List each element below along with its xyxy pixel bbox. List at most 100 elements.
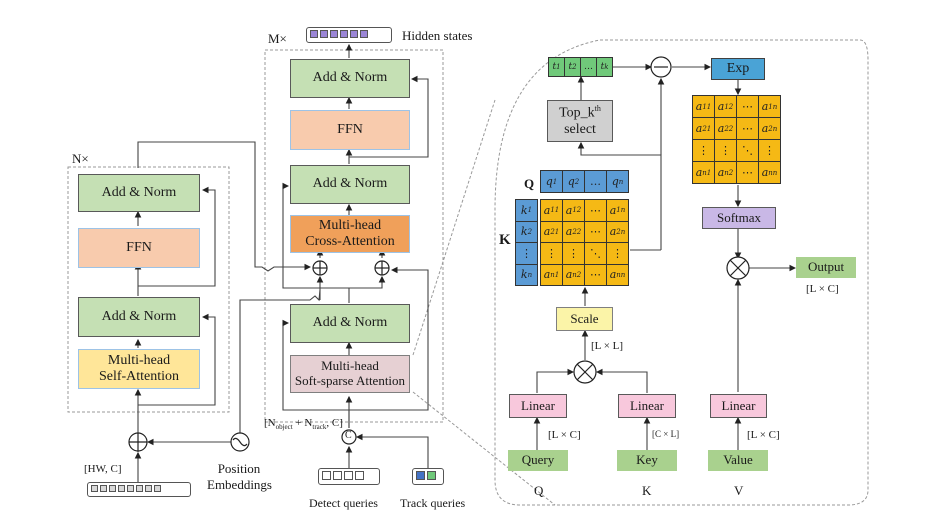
query-shape-label: [Nobject + Ntrack, C] xyxy=(264,417,343,431)
track-query-tokens xyxy=(412,468,444,485)
detect-query-token xyxy=(322,471,331,480)
bottom-k-label: K xyxy=(642,483,652,498)
topk-line2: select xyxy=(564,121,596,137)
decoder-add-norm-top: Add & Norm xyxy=(290,59,410,98)
query-shape: [L × C] xyxy=(548,429,581,441)
detail-rounded-frame xyxy=(494,39,869,506)
query-vector-cell: … xyxy=(584,170,607,193)
encoder-add-norm-bottom-label: Add & Norm xyxy=(101,308,177,324)
concat-symbol: C xyxy=(345,430,352,441)
exp-score-matrix-cell: ⋱ xyxy=(736,139,759,162)
cross-attention-line2: Cross-Attention xyxy=(305,234,395,249)
encoder-repeat-label: N× xyxy=(72,151,89,166)
hidden-state-token xyxy=(320,30,328,38)
encoder-dashed-frame xyxy=(67,166,230,413)
track-query-token xyxy=(427,471,436,480)
decoder-ffn: FFN xyxy=(290,110,410,150)
decoder-soft-sparse-attention: Multi-head Soft-sparse Attention xyxy=(290,355,410,393)
encoder-input-tokens xyxy=(87,482,191,497)
decoder-cross-attention: Multi-head Cross-Attention xyxy=(290,215,410,253)
detect-query-token xyxy=(355,471,364,480)
hidden-state-token xyxy=(330,30,338,38)
encoder-token xyxy=(109,485,116,492)
encoder-input-shape: [HW, C] xyxy=(84,463,122,475)
bottom-q-label: Q xyxy=(534,483,544,498)
detect-query-tokens xyxy=(318,468,380,485)
encoder-add-norm-top: Add & Norm xyxy=(78,174,200,212)
encoder-token xyxy=(127,485,134,492)
zoom-guide-top xyxy=(412,99,496,356)
self-attention-line2: Self-Attention xyxy=(98,369,180,384)
position-embeddings-line2: Embeddings xyxy=(207,477,272,492)
value-shape: [L × C] xyxy=(747,429,780,441)
topk-text: Top_k xyxy=(559,105,595,121)
bottom-v-label: V xyxy=(734,483,744,498)
linear-q-box: Linear xyxy=(509,394,567,418)
score-matrix-cell: ⋯ xyxy=(584,263,607,286)
detect-queries-label: Detect queries xyxy=(309,496,378,510)
encoder-ffn: FFN xyxy=(78,228,200,268)
cross-add-left-icon xyxy=(312,260,328,276)
encoder-token xyxy=(118,485,125,492)
softmax-box: Softmax xyxy=(702,207,776,229)
decoder-add-norm-middle: Add & Norm xyxy=(290,165,410,204)
query-shape-part: [N xyxy=(264,417,276,429)
output-box: Output xyxy=(796,257,856,278)
zoom-guide-bottom xyxy=(412,391,556,506)
subtract-icon xyxy=(650,56,672,78)
score-matrix-cell: ⋮ xyxy=(562,242,585,265)
decoder-add-norm-bottom: Add & Norm xyxy=(290,304,410,343)
query-shape-part: + N xyxy=(292,417,313,429)
k-label: K xyxy=(499,232,511,248)
concat-icon xyxy=(341,429,357,445)
scale-shape: [L × L] xyxy=(591,340,624,352)
score-matrix-cell: ⋯ xyxy=(584,199,607,222)
exp-score-matrix-cell: ⋯ xyxy=(736,117,759,140)
hidden-state-tokens xyxy=(306,27,392,43)
matmul-v-icon xyxy=(726,256,750,280)
detect-query-token xyxy=(333,471,342,480)
hidden-state-token xyxy=(360,30,368,38)
track-query-token xyxy=(416,471,425,480)
hidden-state-token xyxy=(340,30,348,38)
position-embeddings-line1: Position xyxy=(217,461,261,476)
encoder-token xyxy=(154,485,161,492)
cross-add-right-icon xyxy=(374,260,390,276)
cross-attention-line1: Multi-head xyxy=(318,217,382,233)
encoder-self-attention: Multi-head Self-Attention xyxy=(78,349,200,389)
linear-v-box: Linear xyxy=(710,394,767,418)
hidden-states-label: Hidden states xyxy=(402,28,473,43)
exp-score-matrix-cell: ⋮ xyxy=(714,139,737,162)
key-shape: [C × L] xyxy=(652,429,680,439)
scale-box: Scale xyxy=(556,307,613,331)
topk-sup: th xyxy=(594,104,601,114)
encoder-token xyxy=(145,485,152,492)
q-label: Q xyxy=(524,176,535,191)
value-box: Value xyxy=(708,450,768,471)
soft-sparse-line2: Soft-sparse Attention xyxy=(294,373,406,388)
query-shape-sub-object: object xyxy=(275,423,293,432)
